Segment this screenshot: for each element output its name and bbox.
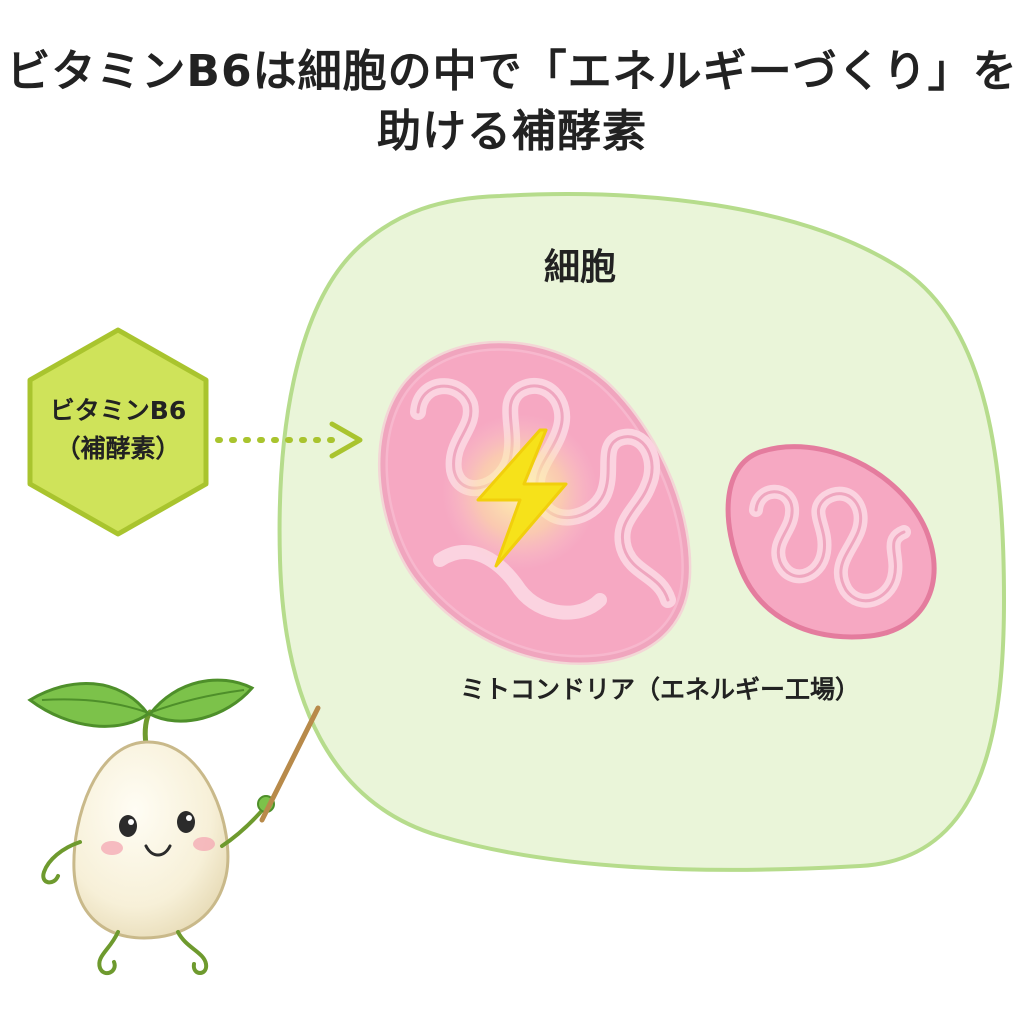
seed-sprout-mascot-icon — [27, 678, 275, 976]
dotted-arrow — [215, 421, 363, 459]
leaf-left-icon — [27, 682, 151, 728]
vitamin-b6-name: ビタミンB6 — [49, 396, 187, 425]
lightning-bolt-icon — [476, 428, 568, 568]
leaf-right-icon — [147, 678, 255, 723]
mitochondria-label: ミトコンドリア（エネルギー工場） — [459, 675, 860, 704]
pointer-stick-icon — [259, 705, 321, 823]
cell-label: 細胞 — [543, 247, 616, 288]
vitamin-b6-role: （補酵素） — [55, 434, 181, 463]
mitochondrion-small — [725, 444, 937, 640]
title-line-1: ビタミンB6は細胞の中で「エネルギーづくり」を — [6, 46, 1018, 97]
title-line-2: 助ける補酵素 — [377, 106, 647, 157]
vitamin-b6-hexagon — [27, 327, 209, 537]
vitamin-b6-label: ビタミンB6 （補酵素） — [34, 392, 202, 468]
page-title: ビタミンB6は細胞の中で「エネルギーづくり」を 助ける補酵素 — [0, 42, 1024, 162]
